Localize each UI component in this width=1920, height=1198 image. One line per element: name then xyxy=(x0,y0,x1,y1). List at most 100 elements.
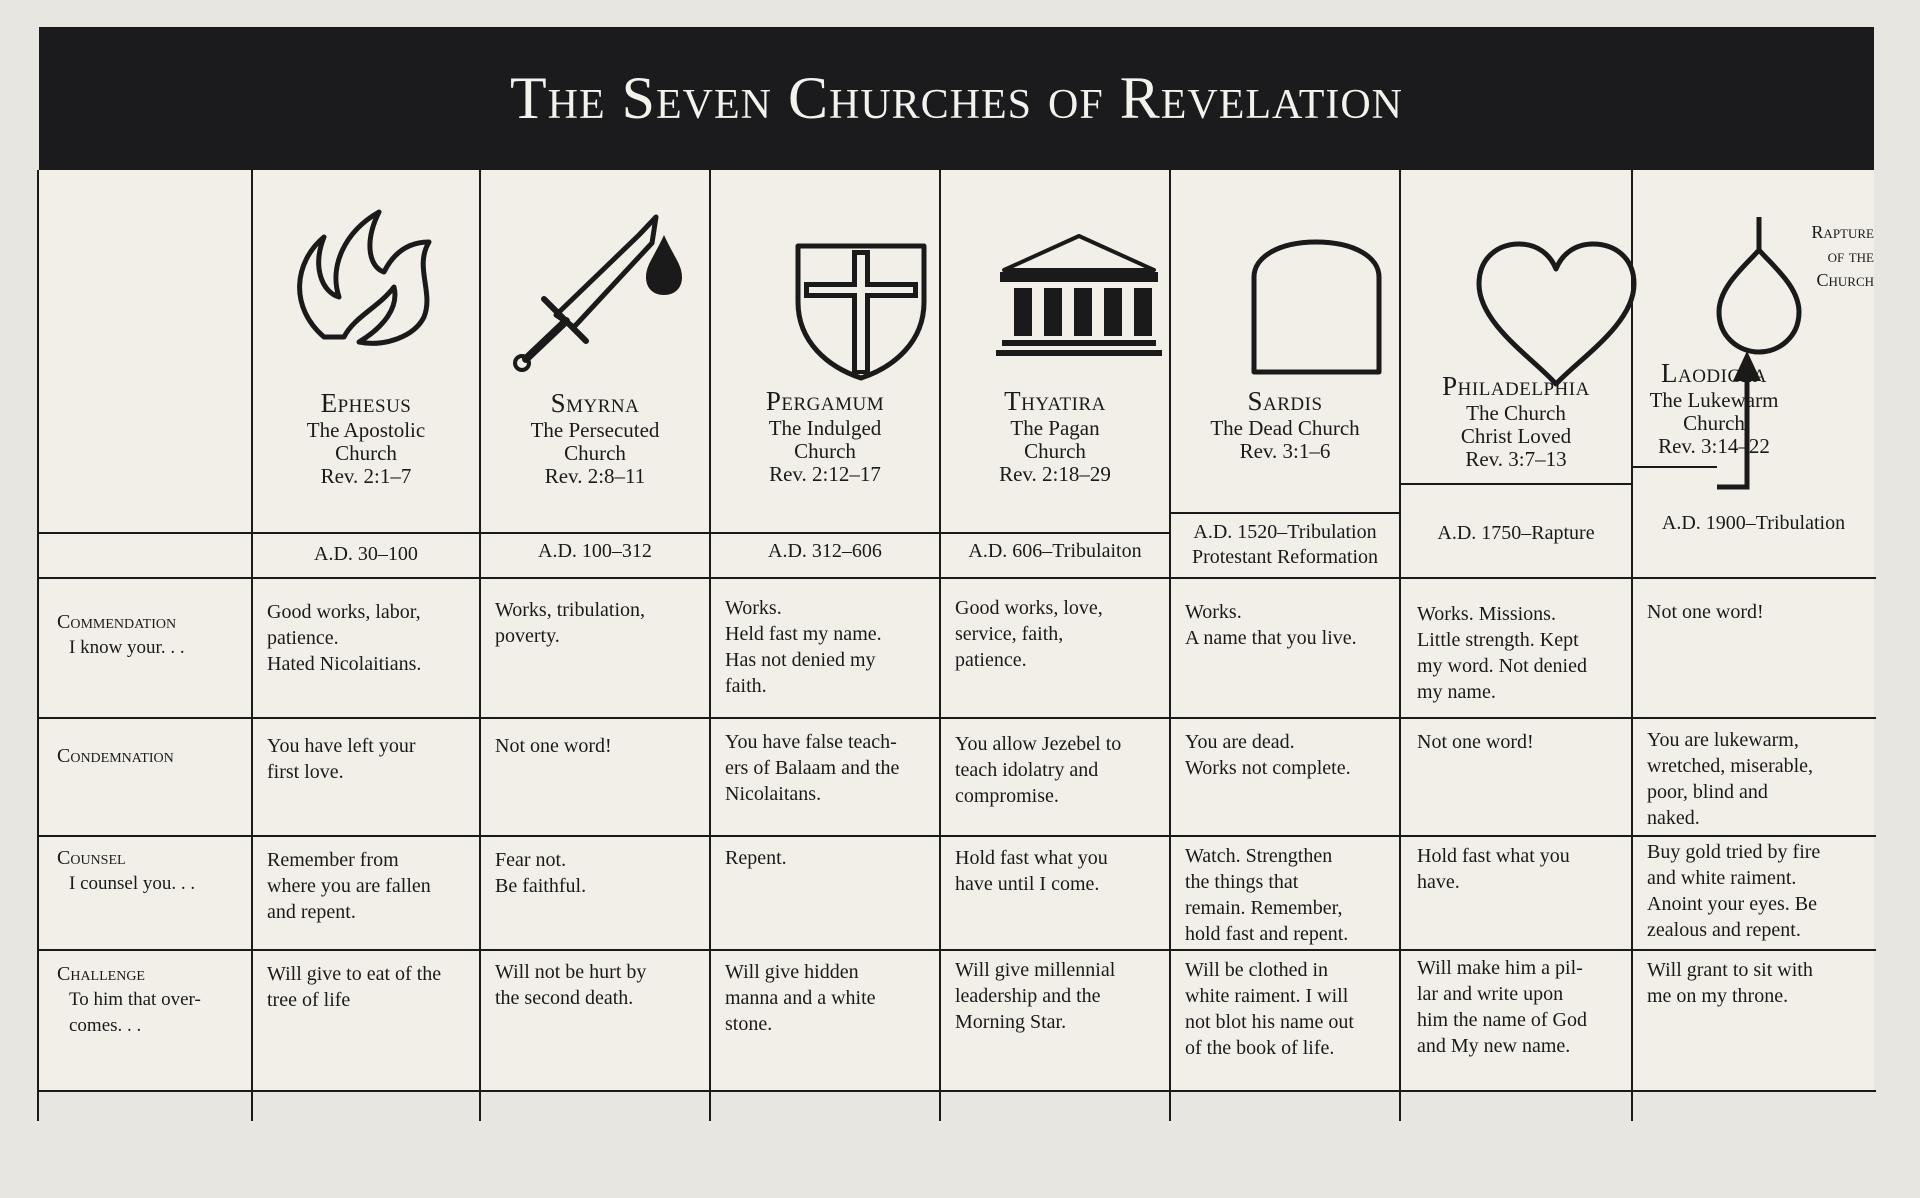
row-label-challenge: Challenge To him that over- comes. . . xyxy=(57,961,247,1039)
grid-line xyxy=(939,170,941,1121)
row-label-commendation: Commendation I know your. . . xyxy=(57,609,247,661)
grid-line xyxy=(37,1090,1876,1092)
cell-commendation: Good works, labor, patience. Hated Nicol… xyxy=(267,601,422,675)
church-header-smyrna: Smyrna The Persecuted Church Rev. 2:8–11 xyxy=(481,387,709,488)
cell-counsel: Repent. xyxy=(725,847,787,869)
row-title: Commendation xyxy=(57,611,177,633)
cell-challenge: Will give hidden manna and a white stone… xyxy=(725,961,876,1035)
church-dates: A.D. 100–312 xyxy=(538,540,652,562)
flame-icon xyxy=(297,209,432,346)
cell-challenge: Will give to eat of the tree of life xyxy=(267,963,442,1011)
church-dates: A.D. 1520–Tribulation Protestant Reforma… xyxy=(1191,521,1379,568)
church-name: Pergamum xyxy=(765,386,885,416)
cell-challenge: Will be clothed in white raiment. I will… xyxy=(1185,959,1354,1059)
church-ref: Rev. 3:14–22 xyxy=(1658,434,1770,458)
cell-challenge: Will grant to sit with me on my throne. xyxy=(1647,959,1813,1007)
grid-line xyxy=(1399,170,1401,1121)
church-name: Sardis xyxy=(1247,386,1323,416)
grid-line xyxy=(1169,512,1399,514)
church-ref: Rev. 3:1–6 xyxy=(1239,439,1331,463)
grid-line xyxy=(251,170,253,1121)
cell-condemnation: Not one word! xyxy=(1417,731,1534,753)
church-ref: Rev. 3:7–13 xyxy=(1465,447,1567,471)
church-dates: A.D. 312–606 xyxy=(768,540,882,562)
church-name: Ephesus xyxy=(320,388,412,418)
grid-line xyxy=(37,577,1876,579)
shield-cross-icon xyxy=(795,243,927,381)
cell-condemnation: You are dead. Works not complete. xyxy=(1185,731,1351,779)
church-header-thyatira: Thyatira The Pagan Church Rev. 2:18–29 xyxy=(941,385,1169,486)
grid-line xyxy=(479,170,481,1121)
church-header-laodicea: Laodicea The Lukewarm Church Rev. 3:14–2… xyxy=(1633,357,1795,458)
church-desc: The Persecuted Church xyxy=(530,418,660,465)
row-title: Counsel xyxy=(57,847,126,869)
rapture-label: Rapture of the Church xyxy=(1811,222,1874,290)
drop-icon xyxy=(1716,217,1802,355)
cell-challenge: Will give millennial leadership and the … xyxy=(955,959,1116,1033)
cell-commendation: Works. Missions. Little strength. Kept m… xyxy=(1417,603,1587,703)
church-desc: The Indulged Church xyxy=(768,416,882,463)
church-dates: A.D. 30–100 xyxy=(314,543,418,565)
church-dates: A.D. 1900–Tribulation xyxy=(1661,512,1846,534)
church-name: Laodicea xyxy=(1661,358,1767,388)
row-subtitle: To him that over- comes. . . xyxy=(69,989,201,1036)
row-title: Condemnation xyxy=(57,745,174,767)
cell-condemnation: You are lukewarm, wretched, miserable, p… xyxy=(1647,729,1814,829)
church-name: Thyatira xyxy=(1004,386,1106,416)
cell-counsel: Remember from where you are fallen and r… xyxy=(267,849,431,923)
grid-line xyxy=(1169,170,1171,1121)
church-ref: Rev. 2:12–17 xyxy=(769,462,881,486)
church-header-sardis: Sardis The Dead Church Rev. 3:1–6 xyxy=(1171,385,1399,463)
row-title: Challenge xyxy=(57,963,145,985)
row-label-condemnation: Condemnation xyxy=(57,743,247,769)
cell-commendation: Good works, love, service, faith, patien… xyxy=(955,597,1103,671)
cell-challenge: Will not be hurt by the second death. xyxy=(495,961,647,1009)
page-title: The Seven Churches of Revelation xyxy=(39,27,1874,170)
grid-line xyxy=(37,949,1876,951)
cell-condemnation: You have false teach- ers of Balaam and … xyxy=(725,731,900,805)
temple-icon xyxy=(996,234,1162,356)
cell-challenge: Will make him a pil- lar and write upon … xyxy=(1417,957,1587,1057)
grid-line xyxy=(37,835,1876,837)
heart-icon xyxy=(1476,241,1637,387)
church-dates: A.D. 606–Tribulaiton xyxy=(968,540,1142,562)
row-subtitle: I know your. . . xyxy=(69,637,185,658)
church-desc: The Pagan Church xyxy=(1010,416,1100,463)
grid-line xyxy=(37,532,1169,534)
grid-line xyxy=(37,170,39,1121)
tombstone-icon xyxy=(1251,239,1382,375)
church-desc: The Apostolic Church xyxy=(306,418,426,465)
cell-commendation: Works, tribulation, poverty. xyxy=(495,599,646,647)
sword-icon xyxy=(513,214,682,372)
grid-line xyxy=(1399,483,1631,485)
cell-counsel: Hold fast what you have. xyxy=(1417,845,1570,893)
grid-line xyxy=(37,717,1876,719)
cell-counsel: Fear not. Be faithful. xyxy=(495,849,587,897)
cell-condemnation: You have left your first love. xyxy=(267,735,416,783)
cell-counsel: Buy gold tried by fire and white raiment… xyxy=(1647,841,1821,941)
arrow-up-icon xyxy=(1717,351,1761,490)
seven-churches-chart: The Seven Churches of Revelation xyxy=(37,27,1876,1121)
row-subtitle: I counsel you. . . xyxy=(69,873,196,894)
church-name: Smyrna xyxy=(550,388,640,418)
church-desc: The Lukewarm Church xyxy=(1649,388,1779,435)
cell-condemnation: You allow Jezebel to teach idolatry and … xyxy=(955,733,1122,807)
church-header-ephesus: Ephesus The Apostolic Church Rev. 2:1–7 xyxy=(253,387,479,488)
church-header-philadelphia: Philadelphia The Church Christ Loved Rev… xyxy=(1401,370,1631,471)
church-name: Philadelphia xyxy=(1442,371,1590,401)
church-desc: The Dead Church xyxy=(1210,416,1360,440)
grid-line xyxy=(1631,170,1633,1121)
church-ref: Rev. 2:8–11 xyxy=(544,464,646,488)
cell-condemnation: Not one word! xyxy=(495,735,612,757)
cell-commendation: Works. Held fast my name. Has not denied… xyxy=(725,597,882,697)
church-ref: Rev. 2:18–29 xyxy=(999,462,1111,486)
cell-counsel: Hold fast what you have until I come. xyxy=(955,847,1108,895)
row-label-counsel: Counsel I counsel you. . . xyxy=(57,845,247,897)
grid-line xyxy=(1631,466,1717,468)
church-desc: The Church Christ Loved xyxy=(1460,401,1572,448)
church-dates: A.D. 1750–Rapture xyxy=(1437,522,1595,544)
church-ref: Rev. 2:1–7 xyxy=(320,464,412,488)
cell-commendation: Works. A name that you live. xyxy=(1185,601,1357,649)
church-header-pergamum: Pergamum The Indulged Church Rev. 2:12–1… xyxy=(711,385,939,486)
cell-counsel: Watch. Strengthen the things that remain… xyxy=(1185,845,1349,945)
